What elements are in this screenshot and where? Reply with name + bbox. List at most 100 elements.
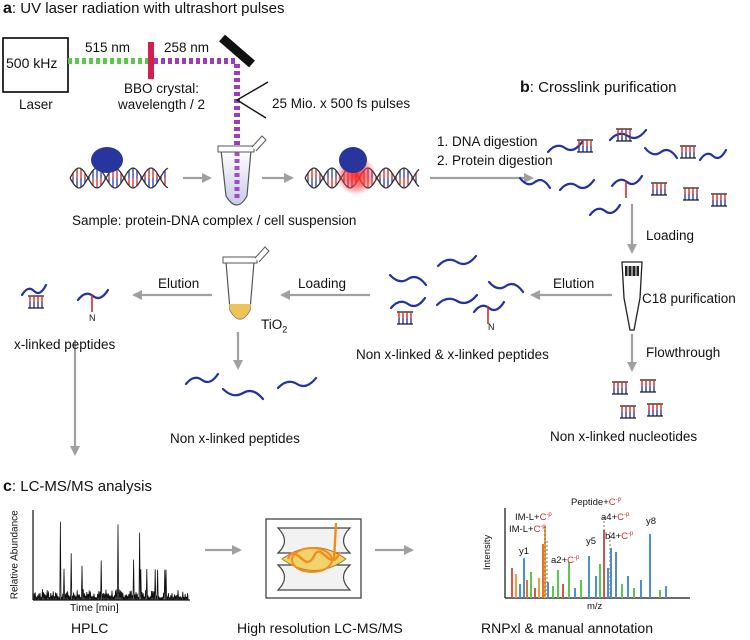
section-c-text: : LC-MS/MS analysis <box>11 478 152 495</box>
spectrum-xlabel: m/z <box>587 601 603 612</box>
laser-caption: Laser <box>19 97 53 112</box>
section-c-title: c: LC-MS/MS analysis <box>3 478 152 496</box>
annotation-iml2-sup: -p <box>540 524 546 530</box>
wavelength-515: 515 nm <box>85 40 131 55</box>
section-b-text: : Crosslink purification <box>529 79 677 96</box>
hplc-xlabel: Time [min] <box>70 602 119 614</box>
nonx-caption: Non x-linked peptides <box>170 431 300 446</box>
annotation-peptide-text: Peptide+ <box>571 497 609 509</box>
peptide <box>389 296 427 310</box>
section-a-letter: a <box>3 0 12 17</box>
tio2-label: TiO2 <box>261 317 287 335</box>
annotation-a4-sup: -p <box>624 512 630 518</box>
annotation-iml1-sup: -p <box>546 512 552 518</box>
annotation-a2: a2+C-p <box>551 555 579 567</box>
peptide <box>608 128 648 142</box>
annotation-y1: y1 <box>519 546 530 557</box>
crosslink-n-marker: N <box>89 313 96 323</box>
peptide <box>588 203 622 217</box>
annotation-b4-c: C <box>621 531 628 543</box>
peptide <box>388 273 428 287</box>
elution-left-label: Elution <box>158 276 200 291</box>
annotation-b4-text: b4+ <box>605 531 622 543</box>
bbo-crystal-label: BBO crystal: wavelength / 2 <box>118 81 205 112</box>
wavelength-258: 258 nm <box>164 40 210 55</box>
hplc-ylabel: Relative Abundance <box>9 510 21 600</box>
annotation-a2-sup: -p <box>574 555 580 561</box>
tio2-text: TiO <box>261 317 283 332</box>
c18-label: C18 purification <box>642 291 736 306</box>
annotation-iml1: IM-L+C-p <box>515 512 552 524</box>
mixed-peptides <box>388 254 525 325</box>
sample-caption: Sample: protein-DNA complex / cell suspe… <box>72 213 357 228</box>
section-b-letter: b <box>520 79 530 96</box>
peptide <box>20 283 48 297</box>
annotation-a4-text: a4+ <box>601 512 618 524</box>
flowthrough-label: Flowthrough <box>646 345 721 360</box>
peptide <box>518 176 552 190</box>
nonx-peptides <box>184 372 318 401</box>
dna-strand <box>69 167 169 189</box>
spectrum-caption: RNPxl & manual annotation <box>481 620 653 636</box>
c18-tip <box>621 261 643 331</box>
peptide <box>643 146 679 160</box>
spectrum-ylabel: Intensity <box>482 534 494 571</box>
nucleotide-group <box>612 379 663 419</box>
peptide <box>610 174 644 188</box>
peptide <box>221 387 265 401</box>
annotation-y5: y5 <box>586 536 597 547</box>
peptide <box>546 140 584 154</box>
laser-frequency: 500 kHz <box>6 55 58 71</box>
xlinked-caption: x-linked peptides <box>14 337 116 352</box>
digestion-step-1: 1. DNA digestion <box>437 134 538 149</box>
section-a-text: : UV laser radiation with ultrashort pul… <box>11 0 285 17</box>
annotation-peptide-sup: -p <box>615 497 621 503</box>
annotation-iml1-c: C <box>539 512 547 524</box>
annotation-y8: y8 <box>646 516 657 527</box>
hplc-chromatogram <box>32 510 190 601</box>
loading-mid-label: Loading <box>298 276 347 291</box>
section-a-title: a: UV laser radiation with ultrashort pu… <box>3 0 285 18</box>
peptide <box>558 178 596 192</box>
section-b-title: b: Crosslink purification <box>520 79 677 97</box>
dna-strand <box>69 167 169 189</box>
tio2-tube <box>222 246 270 320</box>
laser-box <box>2 37 69 93</box>
peptide <box>435 293 479 307</box>
peptide <box>698 148 728 162</box>
dna-helix-left <box>69 167 169 189</box>
digestion-step-2: 2. Protein digestion <box>437 153 553 168</box>
bbo-line2: wavelength / 2 <box>118 96 206 112</box>
pulses-label: 25 Mio. x 500 fs pulses <box>272 96 411 111</box>
xlinked-peptides <box>20 283 110 312</box>
annotation-b4: b4+C-p <box>605 531 633 543</box>
peptide <box>472 300 506 314</box>
annotation-iml1-text: IM-L+ <box>515 512 540 524</box>
tio2-sub: 2 <box>282 324 288 335</box>
nucleotides-caption: Non x-linked nucleotides <box>550 429 698 444</box>
peptide <box>436 254 478 268</box>
bbo-line1: BBO crystal: <box>124 81 200 96</box>
orbitrap-illustration <box>265 518 362 599</box>
annotation-iml2-text: IM-L+ <box>509 524 534 536</box>
crosslink-n-marker-mixed: N <box>488 322 495 332</box>
pulse-fan <box>235 81 269 119</box>
annotation-a2-c: C <box>567 555 574 567</box>
peptide <box>487 280 525 294</box>
annotation-a2-text: a2+ <box>551 555 568 567</box>
annotation-peptide: Peptide+C-p <box>571 497 621 509</box>
elution-right-label: Elution <box>553 276 595 291</box>
sample-tube <box>217 135 267 206</box>
protein-blob-right <box>339 147 367 173</box>
annotation-peptide-c: C <box>608 497 616 509</box>
peptide <box>276 376 318 390</box>
hplc-caption: HPLC <box>71 620 109 636</box>
lcms-caption: High resolution LC-MS/MS <box>237 620 403 636</box>
peptide <box>184 372 220 386</box>
protein-blob-left <box>91 147 123 173</box>
peptide <box>76 288 110 302</box>
chromatogram-trace <box>33 521 189 601</box>
loading-b-label: Loading <box>646 228 695 243</box>
annotation-b4-sup: -p <box>628 531 634 537</box>
